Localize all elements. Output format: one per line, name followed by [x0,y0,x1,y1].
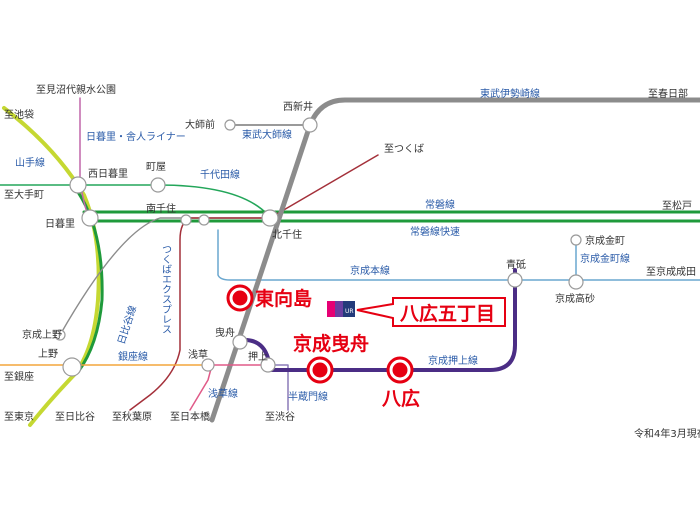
line-label-keisei-main: 京成本線 [350,264,390,277]
line-label-tobu-daishi: 東武大師線 [242,128,292,141]
line-label-keisei-kanamachi: 京成金町線 [580,252,630,265]
station-minamisenju [180,214,192,226]
station-keiseihikifune-marker [306,356,334,384]
line-label-asakusa: 浅草線 [208,387,238,400]
destination-label: 八広五丁目 [400,302,495,325]
line-label-keisei-oshiage: 京成押上線 [428,354,478,367]
station-nishinippori [69,176,87,194]
label-aoto: 青砥 [506,258,526,271]
hibiya-line [59,217,269,336]
dir-nihonbashi: 至日本橋 [170,410,210,423]
label-daishimae: 大師前 [185,118,215,131]
line-label-nippori-toneri: 日暮里・舎人ライナー [86,130,186,143]
station-daishimae [224,119,236,131]
dir-tokyo: 至東京 [4,410,34,423]
label-oshiage: 押上 [248,350,268,363]
station-aoto [507,272,523,288]
station-nishiarai [302,117,318,133]
dir-minumadai: 至見沼代親水公園 [36,83,116,96]
dir-akihabara: 至秋葉原 [112,410,152,423]
footnote: 令和4年3月現在 [634,427,700,440]
destination-callout: 八広五丁目 [356,297,506,327]
dir-ikebukuro: 至池袋 [4,108,34,121]
station-keiseitakasago [568,274,584,290]
ur-logo: UR [327,301,355,317]
station-minamisenju-2 [198,214,210,226]
dir-shibuya: 至渋谷 [265,410,295,423]
label-hikifune: 曳舟 [215,326,235,339]
label-machiya: 町屋 [146,161,166,173]
station-keiseikanamachi [570,234,582,246]
label-keiseiueno: 京成上野 [22,328,62,341]
line-label-yamanote: 山手線 [15,156,45,169]
label-keiseikanamachi: 京成金町 [585,234,625,247]
dir-matsudo: 至松戸 [662,199,692,212]
station-ueno [62,357,82,377]
dir-kasukabe: 至春日部 [648,87,688,100]
dir-otemachi: 至大手町 [4,188,44,201]
station-asakusa [201,358,215,372]
label-higashimukojima: 東向島 [255,287,312,310]
yamanote-line [2,106,101,427]
label-asakusa: 浅草 [188,348,208,361]
line-label-hanzomon: 半蔵門線 [288,390,328,403]
label-nippori: 日暮里 [45,217,75,230]
dir-ginza: 至銀座 [4,370,34,383]
station-nippori [81,209,99,227]
label-kitasenju: 北千住 [272,228,302,241]
station-keiseiueno [54,329,66,341]
label-ueno: 上野 [38,348,58,360]
ur-logo-text: UR [345,308,354,315]
line-label-hibiya: 日比谷線 [114,304,139,346]
line-label-joban-rapid: 常磐線快速 [410,225,460,238]
station-machiya [150,177,166,193]
label-yahiro: 八広 [382,387,420,410]
asakusa-line [189,364,263,411]
keisei-main-line [217,229,700,281]
dir-narita: 至京成成田 [646,265,696,278]
station-kitasenju [261,209,279,227]
keisei-oshiage-line [238,268,517,372]
station-higashimukojima-marker [226,284,254,312]
line-label-joban: 常磐線 [425,198,455,211]
label-nishiarai: 西新井 [283,100,313,113]
label-minamisenju: 南千住 [146,202,176,215]
line-label-chiyoda: 千代田線 [200,168,240,181]
label-keiseihikifune: 京成曳舟 [293,332,369,355]
line-label-ginza: 銀座線 [118,350,148,363]
label-keiseitakasago: 京成高砂 [555,292,595,305]
line-label-tobu-isesaki: 東武伊勢崎線 [480,87,540,100]
station-oshiage [260,357,276,373]
station-yahiro-marker [386,356,414,384]
station-hikifune [232,334,248,350]
line-label-tsukuba-express: つくばエクスプレス [160,244,172,334]
dir-hibiya: 至日比谷 [55,411,95,423]
label-nishinippori: 西日暮里 [88,167,128,180]
dir-tsukuba: 至つくば [384,143,424,155]
